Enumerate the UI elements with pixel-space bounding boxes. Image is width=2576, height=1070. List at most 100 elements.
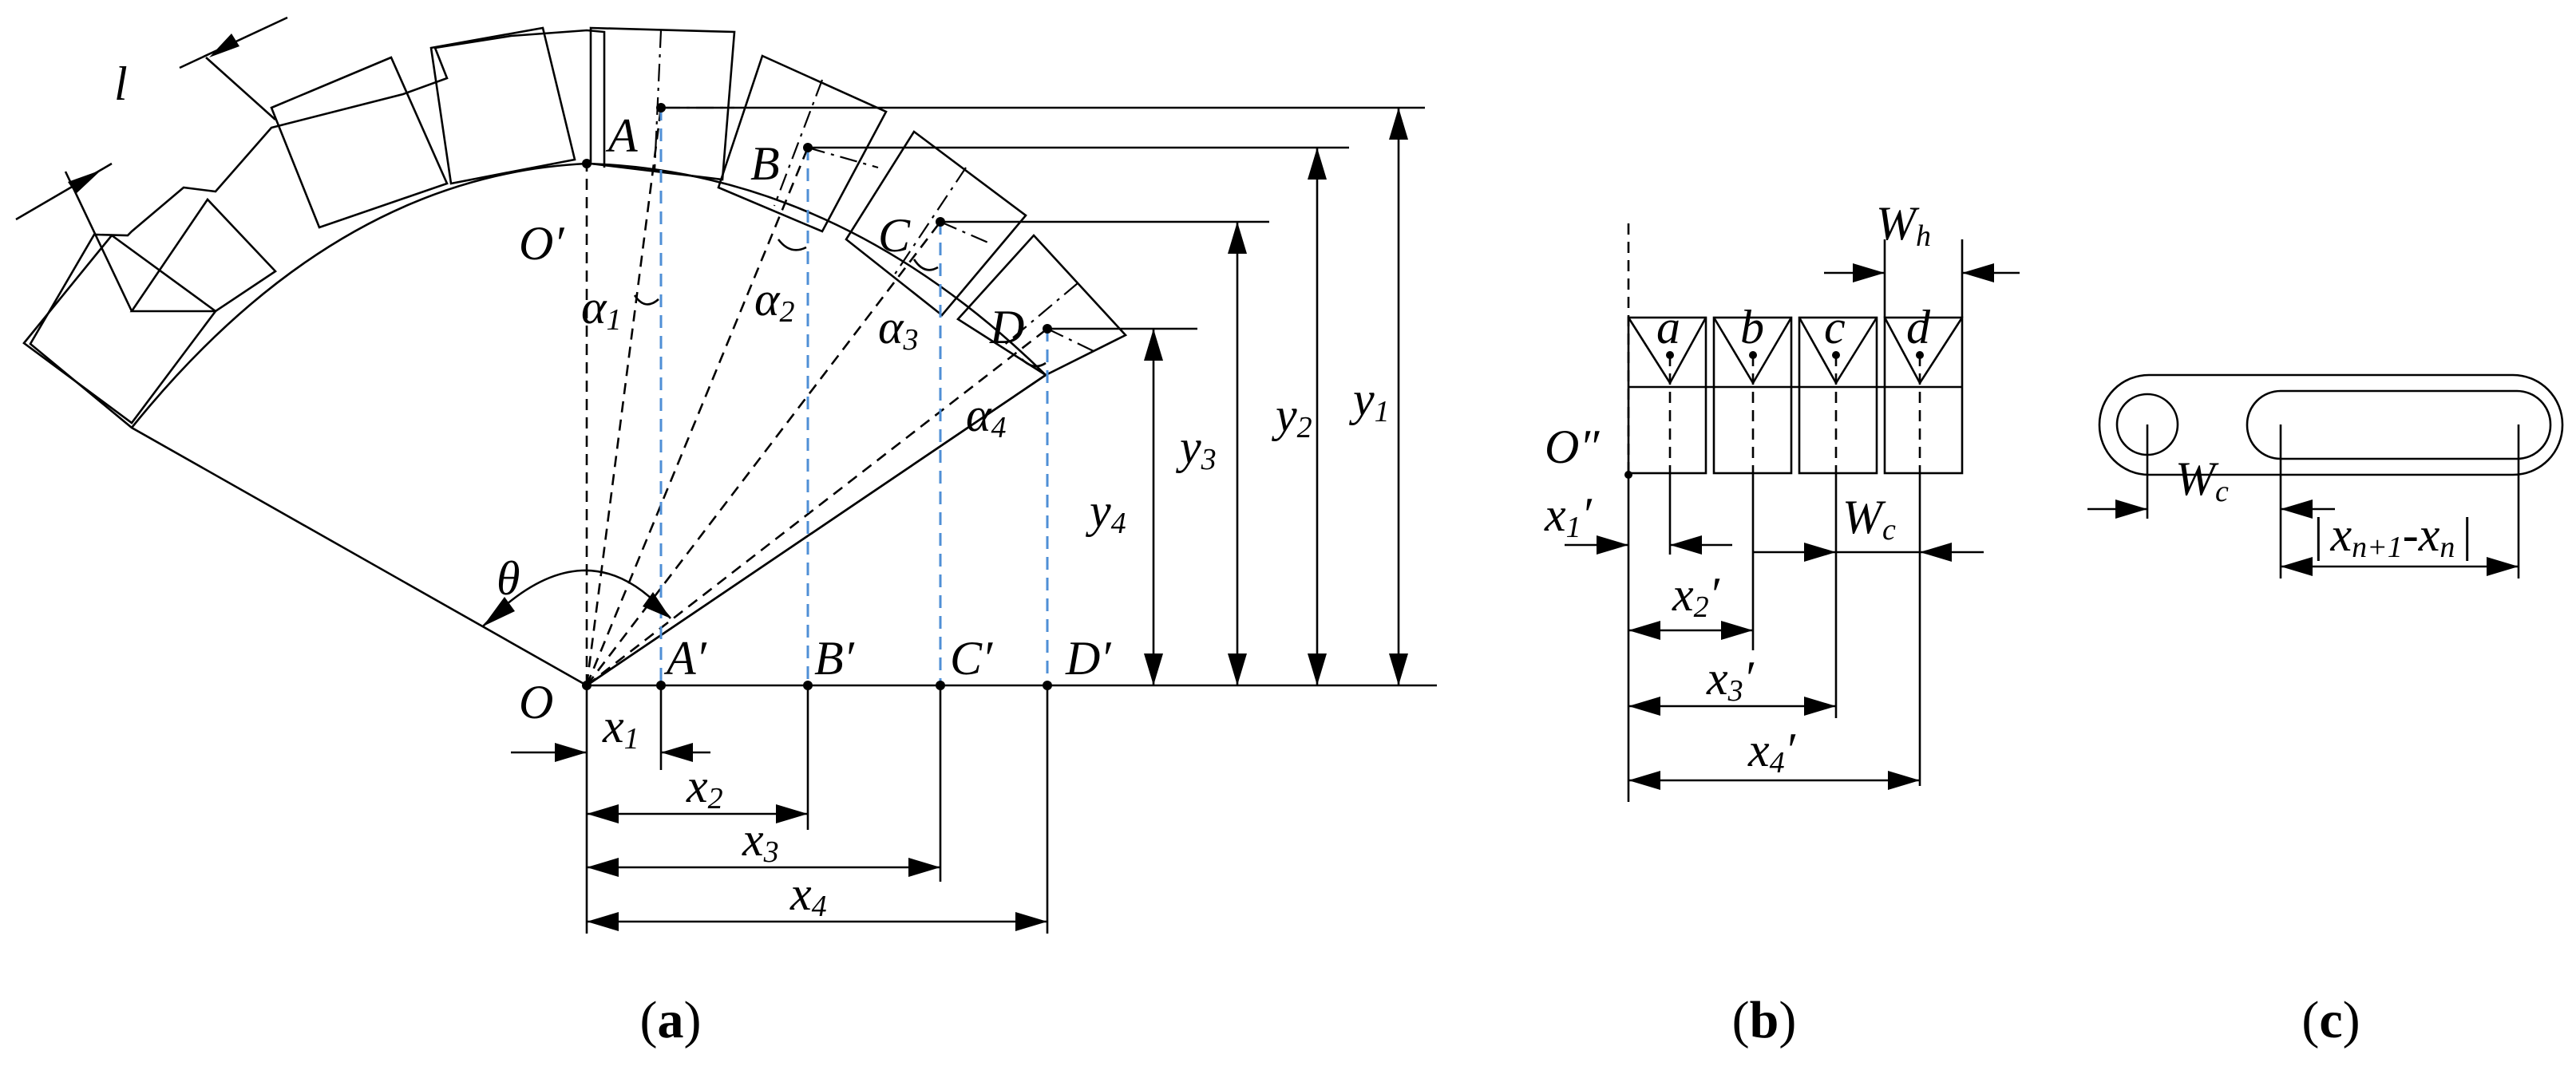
- block-1: [22, 234, 217, 424]
- b-x4-arrow-right: [1888, 771, 1920, 790]
- label-D: D: [989, 301, 1024, 353]
- y-dimensions: y1 y2 y3 y4: [1085, 108, 1408, 685]
- radial-O-C: [585, 221, 942, 686]
- x1-arrow-left: [555, 743, 587, 762]
- c-pitch-dimension: |xn+1-xn|: [2281, 508, 2519, 576]
- l-label: l: [114, 57, 128, 110]
- c-long-slot: [2246, 389, 2552, 460]
- point-O: [582, 681, 592, 690]
- label-O-prime: O′: [519, 217, 564, 270]
- alpha2-label: α2: [754, 273, 795, 329]
- c-pitch-arrow-left: [2281, 557, 2313, 576]
- point-B-prime: [803, 681, 813, 690]
- y3-arrow-top: [1228, 222, 1247, 254]
- panel-a-point-labels: O′ A B C D O A′ B′ C′ D′: [519, 109, 1111, 728]
- b-point-a: [1666, 351, 1674, 359]
- b-point-d: [1916, 351, 1924, 359]
- point-O-prime: [582, 159, 592, 168]
- y-leader-lines: [661, 106, 1425, 330]
- panel-a: l: [15, 16, 1437, 1049]
- x2-label: x2: [686, 760, 723, 815]
- alpha1-arc: [633, 294, 659, 306]
- wh-arrow-right: [1962, 263, 1994, 282]
- x2-arrow-right: [776, 804, 808, 823]
- label-D-prime: D′: [1065, 632, 1111, 685]
- c-pitch-label: |xn+1-xn|: [2311, 508, 2473, 564]
- label-B-prime: B′: [814, 632, 855, 685]
- x3-label: x3: [742, 813, 779, 869]
- x4-arrow-left: [587, 912, 619, 931]
- c-wc-arrow-left: [2115, 499, 2147, 519]
- b-x1-label: x1′: [1544, 488, 1593, 544]
- y3-arrow-bottom: [1228, 653, 1247, 685]
- alpha3-label: α3: [878, 301, 919, 357]
- point-A: [656, 103, 666, 113]
- b-x3-arrow-left: [1628, 697, 1660, 716]
- b-wh-dimension: Wh: [1824, 197, 2020, 318]
- c-slot-plate: [2098, 373, 2564, 476]
- label-A-prime: A′: [663, 632, 707, 685]
- point-B: [803, 143, 813, 152]
- x-dimensions: x1 x2 x3 x4: [511, 685, 1049, 934]
- l-arrow-lower: [68, 170, 101, 194]
- y2-label: y2: [1271, 389, 1312, 444]
- x1-label: x1: [602, 700, 639, 756]
- label-C: C: [878, 209, 911, 262]
- point-A-prime: [656, 681, 666, 690]
- c-wc-label: Wc: [2175, 452, 2229, 508]
- block-8-centerline: [1001, 282, 1078, 348]
- alpha2-arc: [777, 239, 807, 251]
- block-6-centerline: [773, 79, 824, 207]
- x3-arrow-right: [908, 858, 940, 877]
- b-x4-label: x4′: [1747, 724, 1796, 780]
- l-extension-1: [64, 171, 133, 312]
- b-x1-arrow-right: [1670, 535, 1702, 555]
- alpha-arcs: α1 α2 α3 α4: [581, 239, 1047, 444]
- y1-label: y1: [1348, 373, 1390, 428]
- block-3: [270, 56, 449, 229]
- b-x4-arrow-left: [1628, 771, 1660, 790]
- b-block-d: [1883, 316, 1964, 475]
- b-block-c: [1798, 316, 1878, 475]
- y2-arrow-top: [1308, 148, 1327, 180]
- alpha4-arc: [1021, 358, 1047, 368]
- label-O-double-prime: O″: [1545, 420, 1600, 473]
- blue-projection-lines: [659, 108, 1049, 685]
- block-2: [129, 197, 278, 313]
- panel-b: O″ a b c d: [1544, 197, 2020, 1049]
- caption-c: (c): [2301, 991, 2360, 1049]
- point-C: [936, 217, 945, 227]
- caption-a: (a): [640, 991, 702, 1049]
- y1-arrow-bottom: [1389, 653, 1408, 685]
- b-wc-dimension: Wc: [1752, 491, 1984, 562]
- b-wc-label: Wc: [1842, 491, 1896, 547]
- block-6: [717, 54, 888, 233]
- fan-outer-edge: [29, 29, 606, 687]
- b-block-a: [1627, 316, 1707, 475]
- D-horizontal-dashdot: [1047, 328, 1094, 352]
- point-D-prime: [1043, 681, 1052, 690]
- b-x3-arrow-right: [1804, 697, 1836, 716]
- y3-label: y3: [1175, 420, 1217, 476]
- b-label-c: c: [1824, 301, 1846, 353]
- theta-label: θ: [497, 552, 520, 605]
- block-7: [845, 130, 1027, 317]
- label-C-prime: C′: [950, 632, 993, 685]
- wh-arrow-left: [1853, 263, 1885, 282]
- label-O: O: [519, 676, 553, 728]
- label-A: A: [605, 109, 638, 162]
- b-x-prime-dimensions: x1′ x2′ x3′ x4′: [1544, 475, 1921, 802]
- c-pitch-arrow-right: [2487, 557, 2519, 576]
- C-horizontal-dashdot: [940, 220, 991, 245]
- theta-arc: [482, 569, 671, 627]
- x4-label: x4: [789, 867, 827, 923]
- b-point-b: [1749, 351, 1757, 359]
- y4-arrow-bottom: [1144, 653, 1163, 685]
- b-x2-label: x2′: [1672, 568, 1720, 624]
- b-wc-arrow-left: [1804, 543, 1836, 562]
- c-wc-arrow-right: [2281, 499, 2313, 519]
- x1-arrow-right: [661, 743, 693, 762]
- radial-O-B: [585, 147, 809, 686]
